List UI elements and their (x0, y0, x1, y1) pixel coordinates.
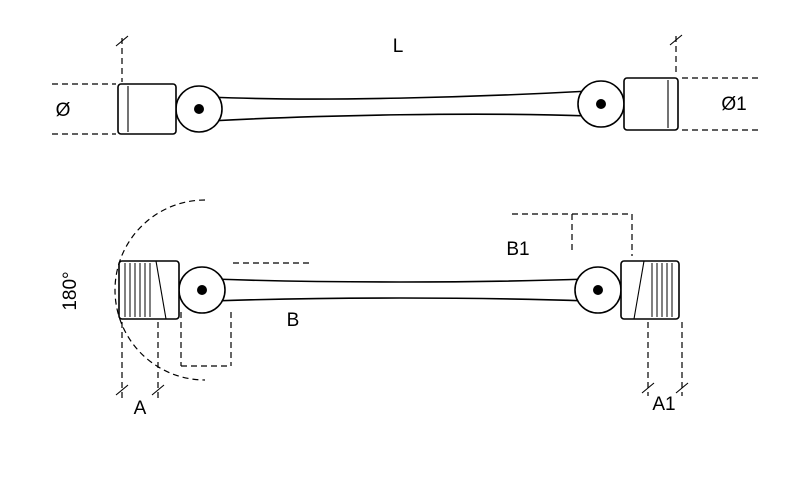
socket-right (623, 77, 679, 131)
swivel-arc (114, 199, 206, 381)
pivot-pin-right (593, 285, 603, 295)
label-dia-left: Ø (56, 100, 71, 121)
socket-left (118, 260, 180, 320)
shaft (211, 278, 589, 302)
socket-right-knurl (633, 260, 673, 320)
tick-mark-L-left (115, 35, 129, 47)
label-b1: B1 (506, 239, 529, 260)
label-b: B (287, 310, 300, 331)
tick-mark-L-right (669, 34, 683, 46)
tick-mark-A-right (151, 384, 165, 396)
label-length: L (393, 36, 404, 57)
tick-mark-A-left (115, 384, 129, 396)
label-a1: A1 (652, 394, 675, 415)
pivot-pin-right (596, 99, 606, 109)
shaft (209, 90, 591, 122)
label-a: A (134, 398, 147, 419)
tick-mark-A1-right (675, 382, 689, 394)
socket-left-knurl (124, 260, 167, 320)
pivot-pin-left (197, 285, 207, 295)
pivot-pin-left (194, 104, 204, 114)
socket-right (620, 260, 680, 320)
label-dia-right: Ø1 (721, 94, 746, 115)
top-view: L Ø Ø1 (52, 34, 758, 135)
socket-left (117, 83, 177, 135)
tick-mark-A1-left (641, 382, 655, 394)
label-swivel-angle: 180° (60, 271, 81, 310)
bottom-view: 180° (60, 199, 689, 419)
